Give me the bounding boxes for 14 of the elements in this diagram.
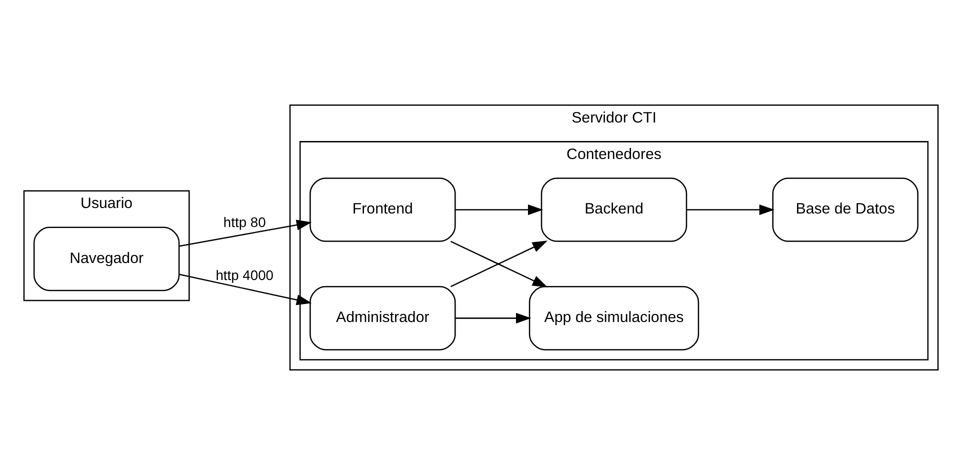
node-box: App de simulaciones <box>528 286 700 350</box>
edge-label: http 80 <box>223 214 266 230</box>
arrow <box>450 240 548 288</box>
node-box: Administrador <box>310 286 456 350</box>
node-box: Base de Datos <box>772 178 918 242</box>
node-box: Backend <box>540 178 688 242</box>
node-box: Navegador <box>33 226 180 292</box>
arrow <box>687 204 774 216</box>
arrow <box>179 220 312 247</box>
arrow <box>456 312 532 324</box>
arrow <box>179 274 312 306</box>
node-box: Frontend <box>310 178 456 242</box>
edge-label: http 4000 <box>216 267 274 284</box>
arrow <box>456 204 544 216</box>
